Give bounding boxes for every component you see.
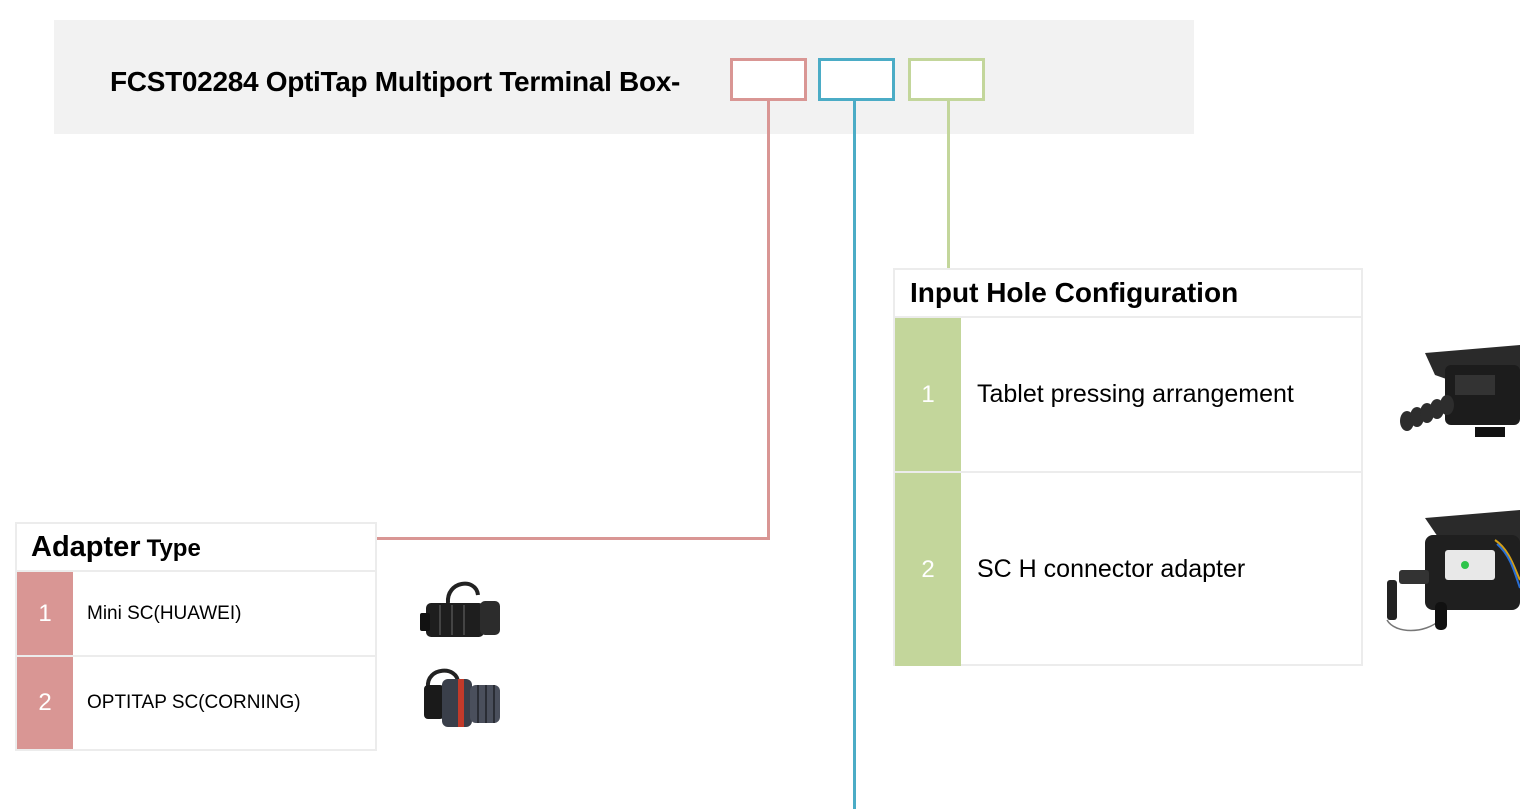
adapter-type-title: Adapter Type [17,524,375,572]
code-box-input[interactable] [908,58,985,101]
connector-line-input-vertical [947,101,950,269]
input-hole-configuration-title: Input Hole Configuration [895,270,1361,318]
row-number: 2 [895,473,961,666]
mini-sc-adapter-image [420,581,500,637]
row-number: 1 [17,572,73,655]
row-number: 1 [895,318,961,471]
header-band [54,20,1194,134]
input-hole-configuration-table: Input Hole Configuration 1 Tablet pressi… [893,268,1363,666]
connector-line-middle-vertical [853,101,856,809]
adapter-title-main: Adapter [31,530,141,563]
table-row[interactable]: 2 OPTITAP SC(CORNING) [17,657,375,749]
optitap-sc-adapter-image [424,668,500,727]
row-label: Mini SC(HUAWEI) [87,602,242,624]
connector-line-adapter-vertical [767,101,770,540]
connector-line-adapter-horizontal [376,537,770,540]
code-box-middle[interactable] [818,58,895,101]
tablet-pressing-arrangement-image [1400,345,1520,437]
row-number: 2 [17,657,73,749]
page-title: FCST02284 OptiTap Multiport Terminal Box… [110,66,681,97]
adapter-title-sub: Type [146,535,201,562]
table-row[interactable]: 2 SC H connector adapter [895,473,1361,666]
row-label: OPTITAP SC(CORNING) [87,692,301,713]
row-label: SC H connector adapter [977,555,1246,583]
row-label: Tablet pressing arrangement [977,380,1294,408]
code-box-adapter[interactable] [730,58,807,101]
adapter-type-table: Adapter Type 1 Mini SC(HUAWEI) 2 OPTITAP… [15,522,377,751]
sc-h-connector-adapter-image [1386,510,1520,632]
table-row[interactable]: 1 Mini SC(HUAWEI) [17,572,375,657]
table-row[interactable]: 1 Tablet pressing arrangement [895,318,1361,473]
